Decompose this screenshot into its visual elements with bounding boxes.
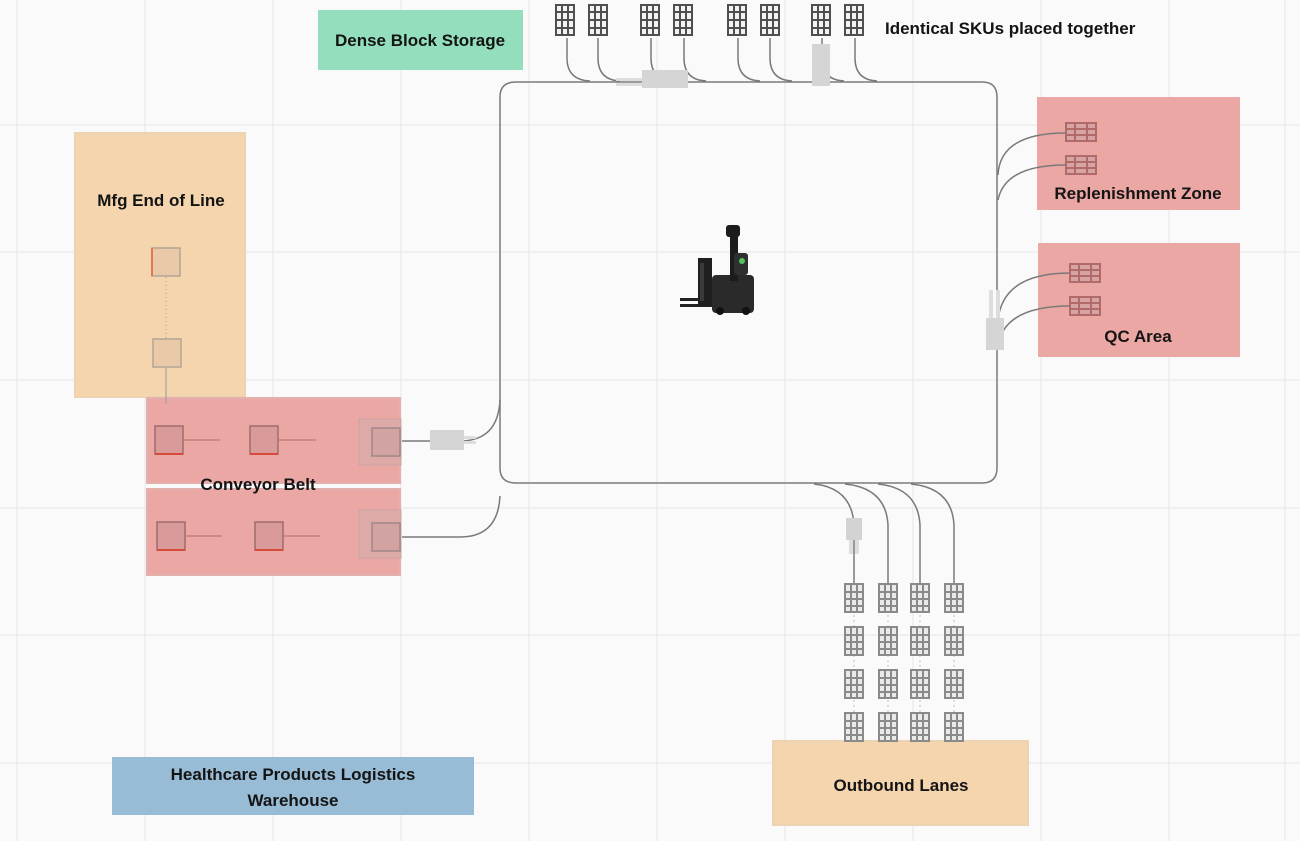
forklift-robot-icon	[680, 225, 754, 315]
box-icon	[371, 522, 401, 552]
outbound-lanes-label: Outbound Lanes	[833, 776, 968, 795]
pallet-icon	[844, 583, 864, 613]
pallet-icon	[640, 4, 660, 36]
pallet-icon	[878, 712, 898, 742]
pallet-icon	[944, 626, 964, 656]
pallet-icon	[588, 4, 608, 36]
pallet-icon	[760, 4, 780, 36]
dense-block-storage-zone	[318, 10, 523, 70]
outbound-lane-lines	[853, 585, 955, 742]
dense-block-pallets	[555, 4, 864, 36]
replenishment-zone-label: Replenishment Zone	[1054, 184, 1221, 203]
path-vehicles	[430, 44, 1004, 554]
pallet-icon	[1065, 122, 1097, 142]
pallet-icon	[944, 583, 964, 613]
box-icon	[154, 425, 184, 455]
labels: Dense Block Storage Identical SKUs place…	[97, 19, 1221, 810]
pallet-icon	[1065, 155, 1097, 175]
warehouse-title-box	[112, 757, 474, 815]
pallet-icon	[673, 4, 693, 36]
warehouse-title-line-1: Healthcare Products Logistics	[171, 765, 416, 784]
pallet-icon	[910, 712, 930, 742]
pallet-icon	[844, 4, 864, 36]
box-icon	[371, 427, 401, 457]
box-icon	[151, 247, 181, 277]
outbound-lanes-zone	[772, 740, 1029, 826]
pallet-icon	[1069, 296, 1101, 316]
pallet-icon	[910, 583, 930, 613]
conveyor-boxes	[154, 418, 402, 559]
qc-area-label: QC Area	[1104, 327, 1172, 346]
outbound-pallets	[844, 583, 964, 742]
pallet-icon	[555, 4, 575, 36]
pallet-icon	[944, 669, 964, 699]
box-icon	[156, 521, 186, 551]
replenishment-zone	[1037, 97, 1240, 210]
identical-skus-label: Identical SKUs placed together	[885, 19, 1136, 38]
pallet-icon	[844, 712, 864, 742]
pallet-icon	[1069, 263, 1101, 283]
box-icon	[152, 338, 182, 368]
dense-block-storage-label: Dense Block Storage	[335, 31, 505, 50]
pallet-icon	[910, 626, 930, 656]
pallet-icon	[910, 669, 930, 699]
vehicle-icon	[616, 70, 688, 88]
pallet-icon	[878, 583, 898, 613]
pallet-icon	[844, 669, 864, 699]
mfg-end-of-line-boxes	[151, 247, 182, 404]
pallet-icon	[727, 4, 747, 36]
pallet-icon	[844, 626, 864, 656]
mfg-end-of-line-label: Mfg End of Line	[97, 191, 224, 210]
pallet-icon	[878, 669, 898, 699]
vehicle-icon	[986, 290, 1004, 350]
vehicle-icon	[812, 44, 830, 86]
box-icon	[254, 521, 284, 551]
box-icon	[249, 425, 279, 455]
pallet-icon	[944, 712, 964, 742]
pallet-icon	[878, 626, 898, 656]
pallet-icon	[811, 4, 831, 36]
warehouse-title-line-2: Warehouse	[247, 791, 338, 810]
vehicle-icon	[430, 430, 476, 450]
conveyor-belt-label: Conveyor Belt	[200, 475, 316, 494]
